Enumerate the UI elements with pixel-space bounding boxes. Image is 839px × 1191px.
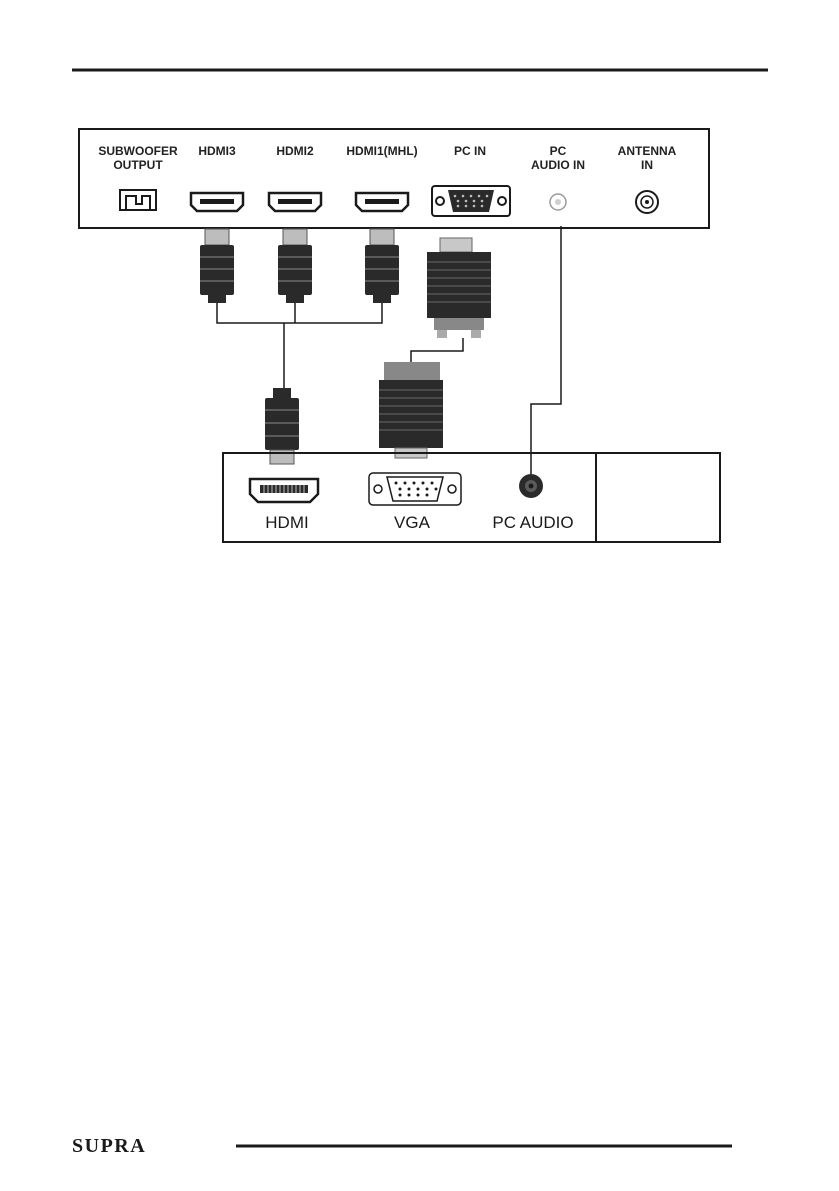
pc-audio-jack-icon xyxy=(519,474,543,498)
subwoofer-jack-icon xyxy=(119,189,157,211)
port-label-subwoofer-2: OUTPUT xyxy=(113,158,163,172)
pc-panel: HDMI VGA PC AUDIO xyxy=(222,452,721,543)
brand-logo: SUPRA xyxy=(72,1135,146,1157)
port-label-pc-audio-2: AUDIO IN xyxy=(531,158,585,172)
hdmi2-cable-plug-icon xyxy=(277,228,313,304)
pc-hdmi-label: HDMI xyxy=(265,513,308,532)
hdmi3-cable-plug-icon xyxy=(199,228,235,304)
pc-audio-label: PC AUDIO xyxy=(492,513,573,532)
hdmi1-cable-plug-icon xyxy=(364,228,400,304)
port-label-antenna-2: IN xyxy=(641,158,653,172)
antenna-jack-icon xyxy=(635,190,659,214)
port-label-pc-in: PC IN xyxy=(454,144,486,158)
port-label-hdmi2: HDMI2 xyxy=(276,144,314,158)
hdmi1-socket-icon xyxy=(354,191,410,213)
tv-audio-jack-icon xyxy=(549,193,567,211)
port-label-antenna-1: ANTENNA xyxy=(618,144,677,158)
hdmi-cable-line xyxy=(216,303,383,388)
pc-vga-cable-plug-icon xyxy=(379,362,443,459)
hdmi3-socket-icon xyxy=(189,191,245,213)
port-label-subwoofer-1: SUBWOOFER xyxy=(98,144,178,158)
hdmi2-socket-icon xyxy=(267,191,323,213)
pc-vga-socket-icon xyxy=(368,472,462,506)
port-label-pc-audio-1: PC xyxy=(550,144,567,158)
pc-panel-frame xyxy=(222,452,721,543)
audio-cable-line xyxy=(530,226,562,474)
pc-hdmi-socket-icon xyxy=(248,477,320,504)
tv-vga-socket-icon xyxy=(431,185,511,217)
pc-vga-label: VGA xyxy=(394,513,431,532)
tv-back-panel: SUBWOOFER OUTPUT HDMI3 HDMI2 HDMI1(MHL) … xyxy=(78,128,710,229)
port-label-hdmi3: HDMI3 xyxy=(198,144,236,158)
port-label-hdmi1: HDMI1(MHL) xyxy=(346,144,417,158)
tv-vga-cable-plug-icon xyxy=(427,237,491,338)
tv-panel-frame xyxy=(78,128,710,229)
vga-cable-line xyxy=(410,338,464,362)
